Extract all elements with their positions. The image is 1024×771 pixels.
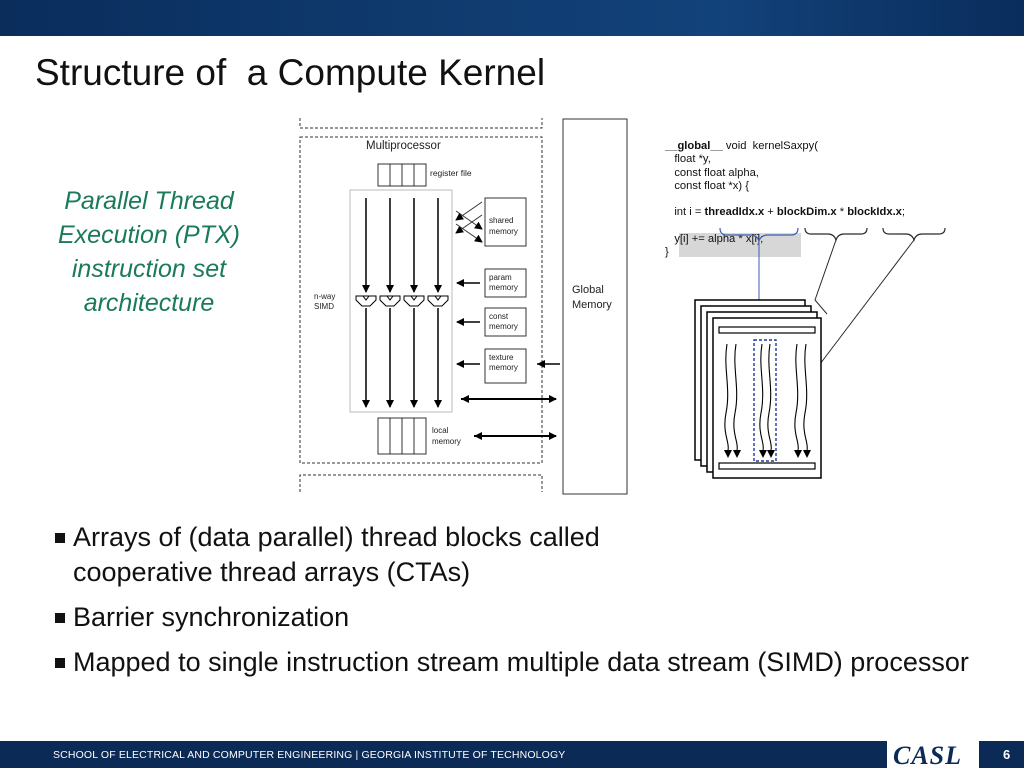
multiprocessor-diagram: Multiprocessor register file n-way SIMD … [299,118,628,495]
ptx-caption: Parallel Thread Execution (PTX) instruct… [30,184,268,320]
param-memory-label: param [489,273,512,282]
global-memory-label: Global [572,284,604,296]
multiprocessor-box [299,136,543,464]
texture-memory-box [484,348,527,384]
barrier-bar [718,326,816,334]
code-keyword: threadIdx.x [704,206,765,219]
lower-multiprocessor-outline [299,474,543,492]
code-keyword: blockDim.x [776,206,837,219]
bullet-text: Barrier synchronization [73,602,350,632]
shared-memory-box [484,197,527,247]
bullet-item: Arrays of (data parallel) thread blocks … [55,520,995,590]
simd-label-line: n-way [314,292,335,301]
code-line: } [665,246,669,259]
alu-unit [379,295,401,307]
const-memory-label: const [489,312,509,321]
code-line: const float alpha, [665,166,759,179]
alu-unit [403,295,425,307]
header-bar [0,0,1024,36]
alu-unit [355,295,377,307]
ptx-caption-line: instruction set [71,255,227,283]
alu-unit [427,295,449,307]
bullet-item: Barrier synchronization [55,600,995,635]
code-highlight [679,233,801,257]
register-file-label: register file [430,168,472,178]
texture-memory-label: memory [489,363,518,372]
bullet-marker [55,613,65,623]
local-memory-label: local [432,426,449,435]
thread-lines [724,343,808,451]
code-text: ; [901,206,906,219]
barrier-bar [718,462,816,470]
code-text: + [764,206,777,219]
brace-blockdim [804,228,868,242]
footer-bar: SCHOOL OF ELECTRICAL AND COMPUTER ENGINE… [0,741,1024,770]
bullet-list: Arrays of (data parallel) thread blocks … [55,520,995,690]
kernel-code: __global__ void kernelSaxpy( float *y, c… [665,140,905,260]
global-memory-box [562,118,628,495]
simd-lanes-box [349,189,453,413]
code-text: * [836,206,848,219]
code-line: float *y, [665,153,711,166]
highlighted-thread [753,339,777,462]
const-memory-box [484,307,527,337]
global-memory-label: Memory [572,299,612,311]
upper-multiprocessor-outline [299,118,543,129]
param-memory-box [484,268,527,298]
multiprocessor-label: Multiprocessor [366,140,441,152]
footer-text: SCHOOL OF ELECTRICAL AND COMPUTER ENGINE… [53,749,566,761]
thread-arrowheads [724,450,811,458]
page-number: 6 [1003,747,1011,762]
casl-logo-text: CASL [893,741,963,770]
bullet-item: Mapped to single instruction stream mult… [55,645,995,680]
ptx-caption-line: Execution (PTX) [57,221,240,249]
param-memory-label: memory [489,283,518,292]
bullet-text: Mapped to single instruction stream mult… [73,647,969,677]
texture-memory-label: texture [489,353,514,362]
simd-label-line: SIMD [314,302,334,311]
casl-logo: CASL [887,741,979,770]
code-line: const float *x) { [665,179,749,192]
shared-memory-label: memory [489,227,518,236]
brace-thread [719,228,799,243]
const-memory-label: memory [489,322,518,331]
bullet-marker [55,658,65,668]
slide-title: Structure of a Compute Kernel [35,52,546,93]
code-text: int i = [665,206,705,219]
bullet-marker [55,533,65,543]
local-memory-label: memory [432,437,461,446]
thread-block-illustration [694,228,946,479]
shared-memory-label: shared [489,216,513,225]
code-text: void kernelSaxpy( [722,140,818,152]
ptx-caption-line: architecture [83,289,215,317]
code-keyword: __global__ [665,140,723,152]
connector-blockdim [814,239,837,315]
brace-blockidx [882,228,946,242]
ptx-caption-line: Parallel Thread [64,187,234,215]
connector-blockidx [816,239,915,369]
bullet-text: Arrays of (data parallel) thread blocks … [73,522,600,587]
code-keyword: blockIdx.x [847,206,902,219]
